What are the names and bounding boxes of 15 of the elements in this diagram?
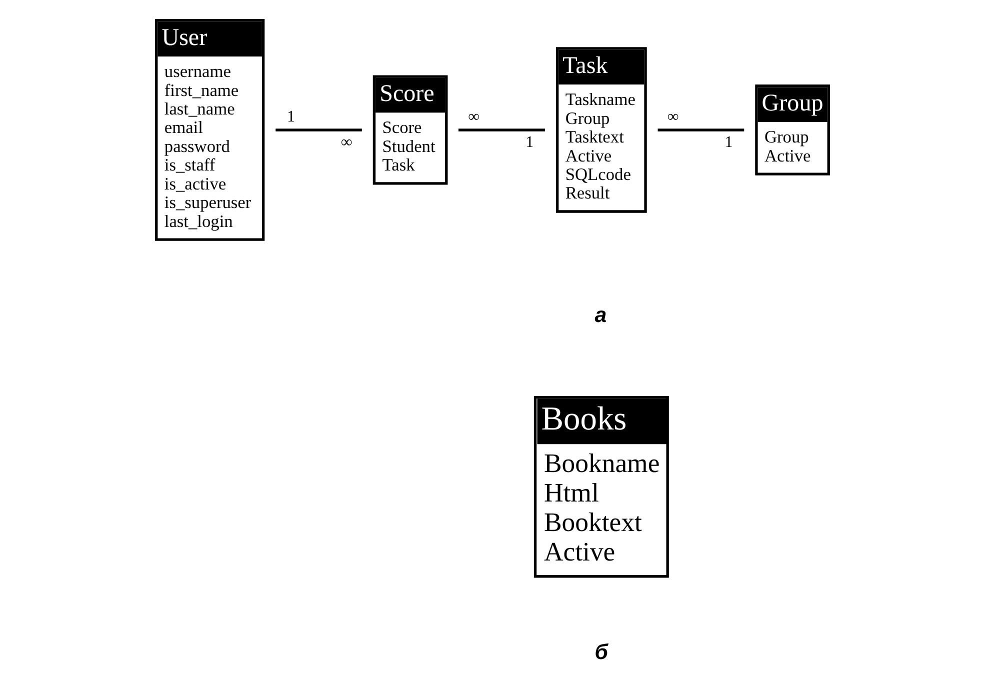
- node-box: Group Group Active: [754, 84, 830, 176]
- connector: [458, 128, 545, 132]
- node-box: User username first_name last_name email password is_staff is_active is_superuser last_login: [154, 19, 264, 241]
- label: а: [594, 303, 606, 328]
- label: 1: [724, 134, 732, 152]
- connector: [275, 128, 362, 132]
- label: ∞: [340, 134, 352, 152]
- node-box: Task Taskname Group Tasktext Active SQLcode Result: [555, 47, 646, 213]
- label: б: [594, 640, 608, 664]
- label: 1: [286, 108, 294, 126]
- label: ∞: [468, 108, 480, 126]
- label: 1: [525, 134, 534, 152]
- node-box: Score Score Student Task: [372, 75, 448, 185]
- label: ∞: [666, 108, 678, 126]
- connector: [657, 128, 744, 132]
